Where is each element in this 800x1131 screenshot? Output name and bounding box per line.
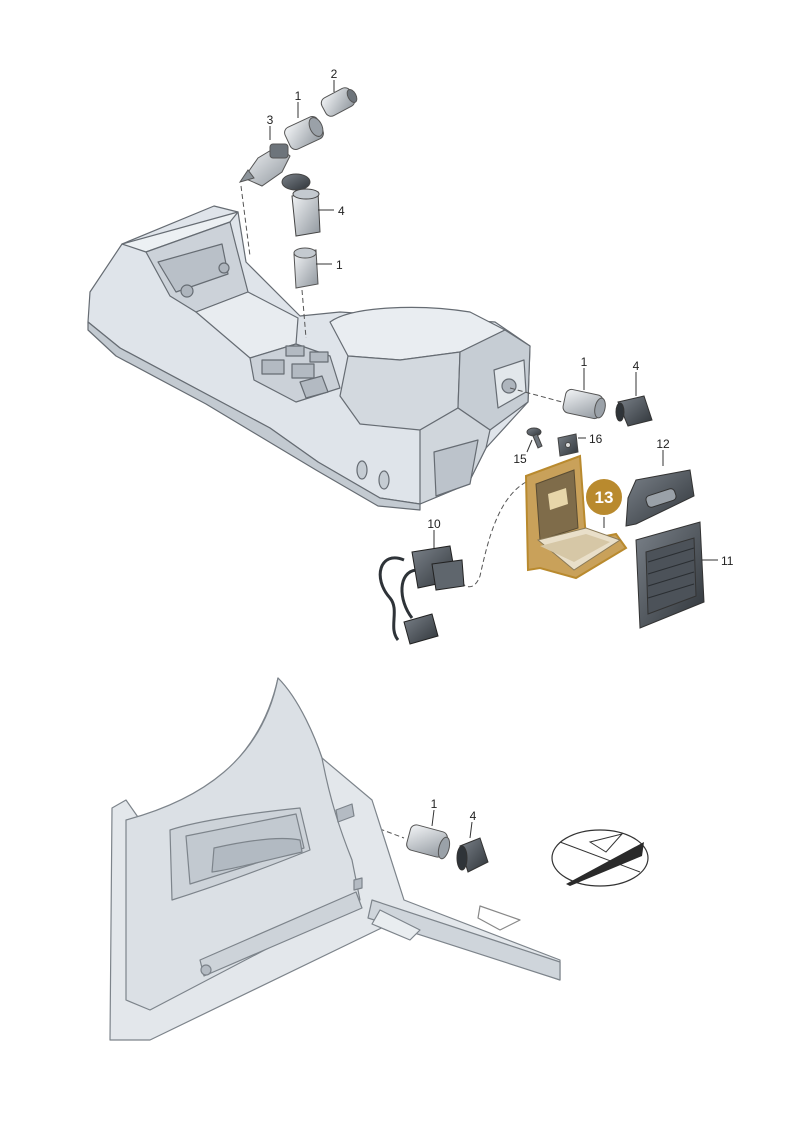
part-4-cap-right xyxy=(615,395,653,427)
callout-4: 4 xyxy=(633,359,640,373)
callout-10: 10 xyxy=(427,517,441,531)
part-1-socket-mid xyxy=(293,247,319,289)
part-4-cap-bottom xyxy=(456,837,489,873)
part-12-bracket xyxy=(625,469,695,527)
callout-4: 4 xyxy=(470,809,477,823)
callout-1: 1 xyxy=(336,258,343,272)
part-16-clip xyxy=(557,433,579,457)
part-15-screw xyxy=(526,427,543,449)
callout-11: 11 xyxy=(721,554,734,568)
rear-side-panel xyxy=(109,677,561,1041)
callout-4: 4 xyxy=(338,204,345,218)
part-1-socket-right xyxy=(562,388,606,420)
callout-12: 12 xyxy=(656,437,670,451)
part-1-socket-bottom xyxy=(406,824,451,860)
badge-13-label: 13 xyxy=(595,488,614,507)
part-2-lighter-element xyxy=(320,87,358,117)
callout-15: 15 xyxy=(513,452,527,466)
callout-1: 1 xyxy=(295,89,302,103)
highlight-badge-13[interactable]: 13 xyxy=(584,477,624,517)
callout-3: 3 xyxy=(267,113,274,127)
center-console xyxy=(87,205,531,511)
callout-2: 2 xyxy=(331,67,338,81)
callout-labels: 2 1 3 4 1 1 4 16 15 12 10 11 1 4 xyxy=(267,67,734,823)
part-10-wiring-harness xyxy=(378,545,465,645)
callout-1: 1 xyxy=(581,355,588,369)
part-11-cover-panel xyxy=(635,521,705,629)
leader-lines xyxy=(240,185,563,839)
part-1-socket-top xyxy=(284,115,324,151)
orientation-compass-icon xyxy=(551,829,649,887)
callout-1: 1 xyxy=(431,797,438,811)
part-13-highlighted-compartment[interactable] xyxy=(524,454,628,580)
callout-16: 16 xyxy=(589,432,603,446)
part-3-plug xyxy=(238,143,291,187)
part-4-socket-with-cap xyxy=(281,173,321,237)
callout-leaders xyxy=(269,80,718,839)
